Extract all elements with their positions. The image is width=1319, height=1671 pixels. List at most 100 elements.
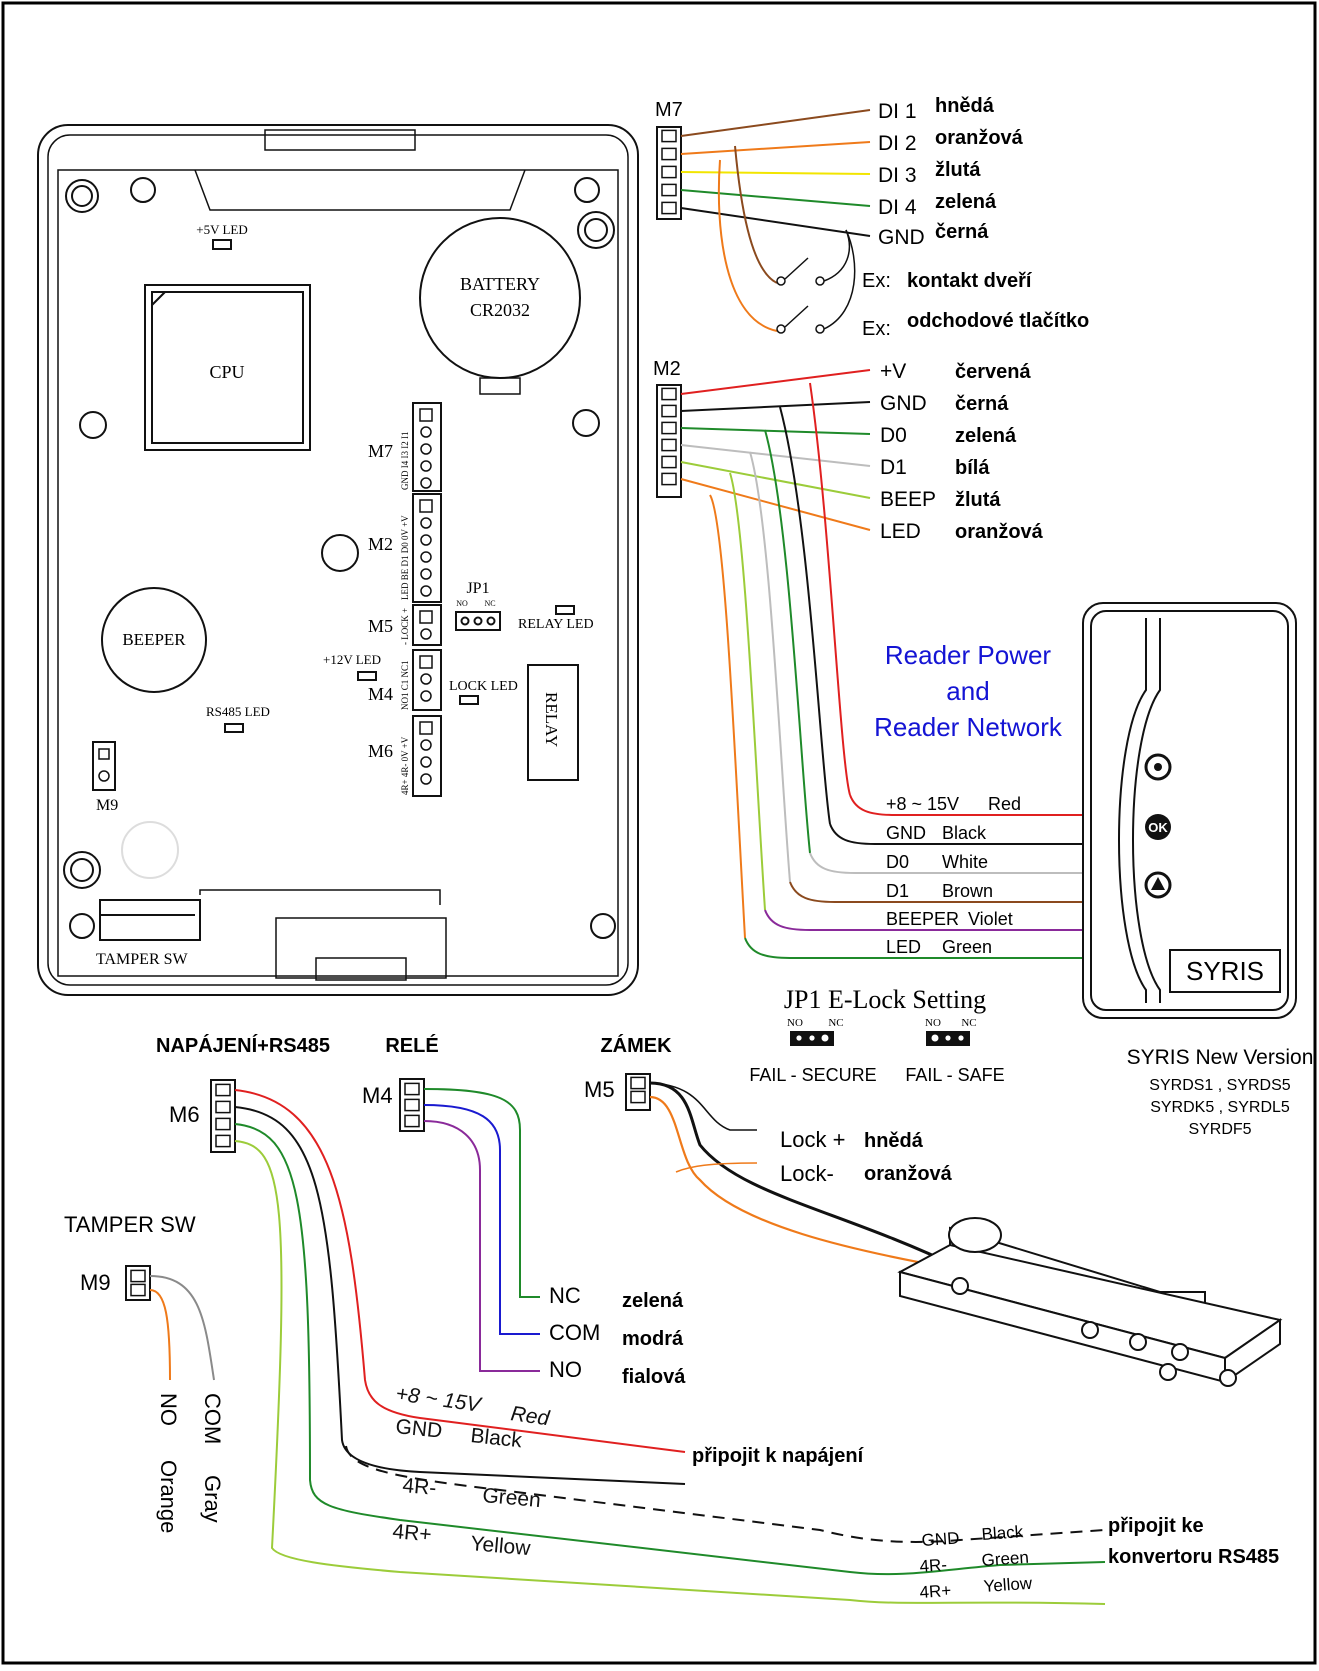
board-pin-square [419,408,433,422]
lock-label-minus: Lock- [780,1161,834,1186]
power-header: NAPÁJENÍ+RS485 [156,1034,330,1057]
exit-button-lever [784,305,809,328]
label-beeper: BEEPER [122,630,186,649]
connector-pin [404,1114,420,1128]
m2-wire-color: žlutá [955,489,1001,511]
board-pin-round [420,443,432,455]
reader-model-title: SYRIS New Version [1127,1046,1314,1069]
board-pin-round [420,534,432,546]
m6-wires [234,1089,1106,1605]
tamper-color-com: Gray [200,1475,225,1523]
lock-screw [1081,1321,1099,1339]
door-switch-contact [815,276,825,286]
relay-color-nc: zelená [622,1290,684,1312]
m6-wire-gnd-dashed [345,1445,1106,1543]
mount-hole-inner [71,185,93,207]
lock-connector-label: M5 [584,1077,615,1102]
door-switch-contact [776,276,786,286]
board-pin-round [420,628,432,640]
board-pin-round [420,460,432,472]
m2-wire-label: D1 [880,456,907,479]
m7-wire-label: DI 1 [878,100,917,123]
m7-branch-door [734,145,778,284]
power-connector-label: M6 [169,1102,200,1127]
m6-label-4rp-color: Yellow [470,1532,533,1560]
m6-label-4rm-color: Green [482,1484,542,1512]
jp1-fail-safe: FAIL - SAFE [905,1065,1004,1085]
reader-gear-icon-center [1154,763,1162,771]
lock-header: ZÁMEK [600,1034,672,1057]
connector-pin [630,1076,646,1090]
label-rs485-led: RS485 LED [206,704,270,719]
reader-wire-run [729,472,766,911]
label-board-m9: M9 [96,797,118,814]
reader-buttons: OK [1144,753,1172,899]
m2-wire [680,401,871,412]
reader-title-line1: Reader Power [885,640,1052,670]
tamper-block: TAMPER SW M9 NO COM Orange Gray [64,1212,225,1533]
door-switch-lever [784,257,809,280]
reader-wire-label: BEEPER [886,909,959,929]
led-12v-mark [357,671,377,681]
connector-pin [215,1100,231,1114]
board-pin-round [420,426,432,438]
m6-label-4rp: 4R+ [392,1520,433,1546]
reader-title-line3: Reader Network [874,712,1063,742]
label-lock-led: LOCK LED [449,679,518,694]
m7-switches [776,229,856,334]
board-pin-round [420,568,432,580]
board-labels: +5V LED BATTERY CR2032 CPU M7 M2 M5 M4 M… [96,222,594,968]
tamper-header: TAMPER SW [64,1212,196,1237]
end-label-4rp-color: Yellow [983,1574,1033,1596]
connector-pin [130,1283,146,1297]
m2-wire-label: +V [880,360,906,383]
reader-wire-end [829,823,1083,845]
board-pin-square [419,499,433,513]
tamper-switch [99,899,201,941]
jp1-safe-pin [958,1035,964,1041]
reader-wire-label: D0 [886,852,909,872]
reader-brand: SYRIS [1186,956,1264,986]
faint-circle [121,821,179,879]
pcb-outline [57,169,619,977]
label-m6-pins: 4R+ 4R- 0V +V [400,736,410,795]
label-led-12v: +12V LED [323,652,381,667]
battery-circle [419,217,581,379]
board-pin-round [420,690,432,702]
mount-hole [574,177,600,203]
relay-block: RELÉ M4 NC COM NO zelená modrá fialová [362,1034,686,1388]
mount-hole [69,913,95,939]
connector-pin [404,1098,420,1112]
board-m2-connector [412,493,442,603]
lock-screw [1219,1369,1237,1387]
note-connect-power: připojit k napájení [692,1445,865,1467]
reader-wire-color: Brown [942,881,993,901]
lock-wire-plus-lead [649,1082,757,1131]
jp1-secure-no: NO [787,1017,803,1029]
ex-prefix-2: Ex: [862,318,891,340]
m2-wire-color: červená [955,361,1031,383]
relay-color-com: modrá [622,1328,684,1350]
label-relay: RELAY [542,692,561,747]
m6-label-power: +8 ~ 15V [394,1382,484,1417]
board-outer-case [37,124,639,996]
reader-wire-label: LED [886,937,921,957]
reader-brand-box [1169,949,1281,993]
connector-pin [215,1083,231,1097]
door-switch-gnd-wire [823,229,850,282]
m6-label-4rm: 4R- [402,1474,438,1500]
m2-wire-color: bílá [955,457,990,479]
reader-inner-case [1090,610,1289,1011]
m6-label-gnd-color: Black [469,1424,523,1452]
bottom-slot-inner [315,957,407,981]
m2-wire-label: LED [880,520,921,543]
end-label-4rm: 4R- [919,1555,948,1576]
m2-wires [680,369,871,531]
m7-wire [680,141,871,155]
m9-connector-pins [130,1269,146,1297]
lock-color-plus: hnědá [864,1130,924,1152]
board-connector-pins [98,408,433,785]
m7-wire-label: DI 4 [878,196,917,219]
connector-pin [661,421,677,435]
